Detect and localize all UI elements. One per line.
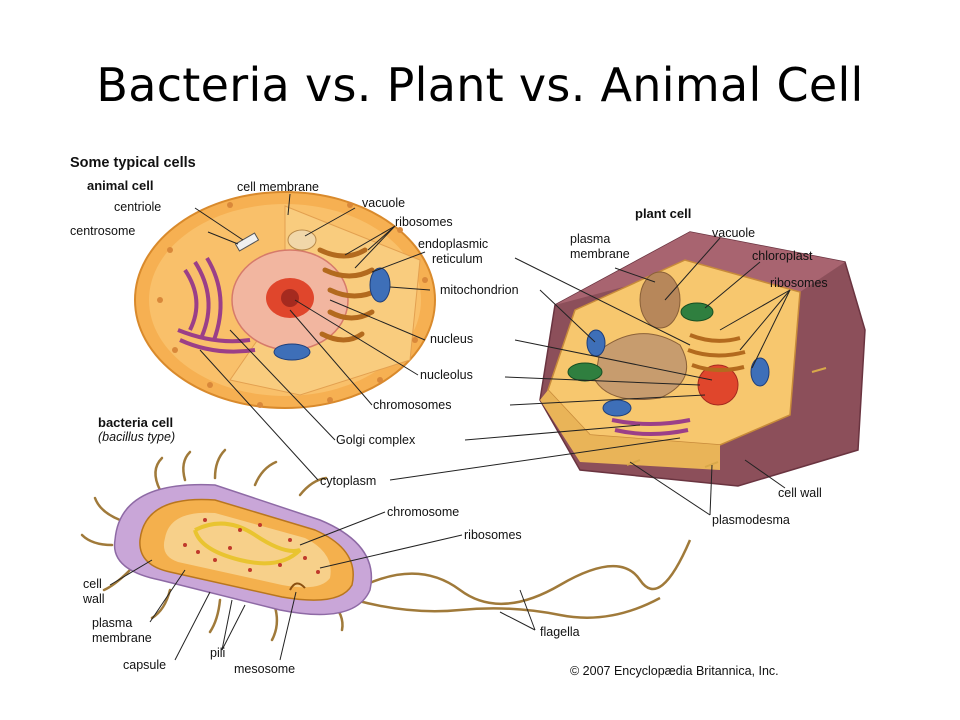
label-centrosome: centrosome: [70, 224, 135, 238]
plant-cell-illustration: [539, 231, 866, 487]
label-plasmodesma: plasmodesma: [712, 513, 790, 527]
label-flagella: flagella: [540, 625, 580, 639]
label-er-line1: endoplasmic: [418, 237, 488, 251]
label-cytoplasm: cytoplasm: [320, 474, 376, 488]
label-plant-vacuole: vacuole: [712, 226, 755, 240]
label-bacteria-cell-wall-line1: cell: [83, 577, 102, 591]
label-plant-ribosomes: ribosomes: [770, 276, 828, 290]
copyright-notice: © 2007 Encyclopædia Britannica, Inc.: [570, 664, 779, 678]
label-bacteria-cell-wall-line2: wall: [82, 592, 105, 606]
label-er-line2: reticulum: [432, 252, 483, 266]
label-capsule: capsule: [123, 658, 166, 672]
label-pili: pili: [210, 646, 225, 660]
label-bacteria-plasma-line2: membrane: [92, 631, 152, 645]
label-cell-wall: cell wall: [778, 486, 822, 500]
label-chloroplast: chloroplast: [752, 249, 813, 263]
animal-cell-heading: animal cell: [87, 178, 153, 193]
label-animal-ribosomes: ribosomes: [395, 215, 453, 229]
figure-heading: Some typical cells: [70, 155, 196, 171]
plant-cell-heading: plant cell: [635, 206, 691, 221]
bacteria-cell-heading: bacteria cell: [98, 415, 173, 430]
label-nucleus: nucleus: [430, 332, 473, 346]
bacteria-cell-illustration: [80, 448, 692, 642]
label-mesosome: mesosome: [234, 662, 295, 676]
label-plant-plasma-line2: membrane: [570, 247, 630, 261]
bacteria-cell-subheading: (bacillus type): [98, 430, 175, 444]
label-chromosome: chromosome: [387, 505, 459, 519]
label-golgi-complex: Golgi complex: [336, 433, 416, 447]
label-centriole: centriole: [114, 200, 161, 214]
label-cell-membrane: cell membrane: [237, 180, 319, 194]
label-bacteria-plasma-line1: plasma: [92, 616, 132, 630]
label-plant-plasma-line1: plasma: [570, 232, 610, 246]
label-bacteria-ribosomes: ribosomes: [464, 528, 522, 542]
animal-cell-illustration: [134, 191, 436, 409]
leader-lines: [109, 193, 791, 661]
label-nucleolus: nucleolus: [420, 368, 473, 382]
label-mitochondrion: mitochondrion: [440, 283, 519, 297]
slide-title: Bacteria vs. Plant vs. Animal Cell: [96, 58, 864, 112]
label-animal-vacuole: vacuole: [362, 196, 405, 210]
label-chromosomes: chromosomes: [373, 398, 452, 412]
